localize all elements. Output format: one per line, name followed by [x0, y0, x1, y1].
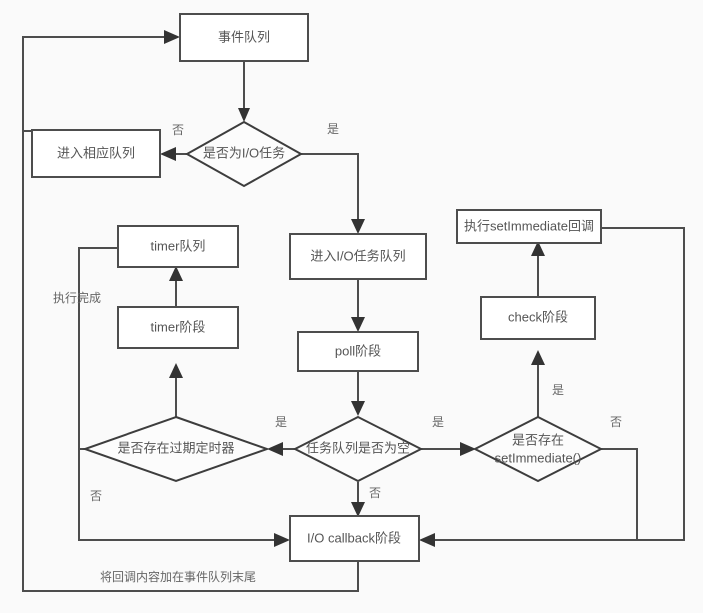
edge-label-setimmediate-no: 否: [610, 415, 622, 429]
node-is-io-task-label: 是否为I/O任务: [203, 145, 285, 160]
node-is-io-task[interactable]: 是否为I/O任务: [184, 120, 304, 188]
edge-enter-matching-queue-to-event-queue: [22, 30, 180, 132]
node-enter-matching-queue[interactable]: 进入相应队列: [31, 129, 161, 178]
node-poll-phase[interactable]: poll阶段: [297, 331, 419, 372]
node-enter-matching-queue-label: 进入相应队列: [57, 145, 135, 160]
node-has-setimmediate[interactable]: 是否存在 setImmediate(): [472, 415, 604, 483]
edge-label-io-task-yes: 是: [327, 122, 339, 136]
node-has-setimmediate-label-line1: 是否存在: [512, 432, 564, 447]
node-task-queue-empty[interactable]: 任务队列是否为空: [292, 415, 424, 483]
edge-label-setimmediate-yes: 是: [552, 383, 564, 397]
node-has-expired-timer-label: 是否存在过期定时器: [117, 440, 234, 455]
edge-label-task-queue-empty-yes: 是: [432, 415, 444, 429]
node-poll-phase-label: poll阶段: [335, 343, 381, 358]
node-task-queue-empty-label: 任务队列是否为空: [306, 440, 410, 455]
node-event-queue[interactable]: 事件队列: [179, 13, 309, 62]
edge-has-setimmediate-yes-to-check-phase: [531, 350, 545, 417]
edge-task-queue-empty-no-to-io-callback: [351, 482, 365, 517]
edge-label-task-queue-empty-no: 否: [369, 486, 381, 500]
node-enter-io-queue[interactable]: 进入I/O任务队列: [289, 233, 427, 280]
edge-label-timer-done: 执行完成: [53, 290, 101, 305]
node-exec-setimmediate-callback[interactable]: 执行setImmediate回调: [456, 209, 602, 244]
node-check-phase[interactable]: check阶段: [480, 296, 596, 340]
node-io-callback-phase-label: I/O callback阶段: [307, 530, 401, 545]
edge-is-io-no-to-enter-matching-queue: [160, 147, 189, 161]
edge-has-expired-timer-yes-to-timer-phase: [169, 363, 183, 417]
edge-is-io-yes-to-enter-io-queue: [299, 153, 365, 234]
edge-timer-phase-to-timer-queue: [169, 266, 183, 308]
node-has-expired-timer[interactable]: 是否存在过期定时器: [81, 415, 271, 483]
node-timer-phase[interactable]: timer阶段: [117, 306, 239, 349]
edge-timer-queue-exec-done-rail: [78, 247, 117, 449]
edge-check-phase-to-exec-setimmediate: [531, 241, 545, 301]
node-check-phase-label: check阶段: [508, 309, 568, 324]
node-io-callback-phase[interactable]: I/O callback阶段: [289, 515, 420, 562]
edge-poll-phase-to-task-queue-empty: [351, 370, 365, 416]
edge-has-setimmediate-no-to-io-callback: [600, 448, 638, 540]
node-exec-setimmediate-callback-label: 执行setImmediate回调: [464, 218, 594, 233]
node-timer-phase-label: timer阶段: [151, 319, 206, 334]
node-event-queue-label: 事件队列: [218, 29, 270, 44]
edge-label-append-to-event-queue: 将回调内容加在事件队列末尾: [100, 569, 256, 584]
node-has-setimmediate-label-line2: setImmediate(): [495, 450, 582, 465]
node-timer-queue[interactable]: timer队列: [117, 225, 239, 268]
edge-label-expired-timer-yes: 是: [275, 415, 287, 429]
edge-task-queue-empty-to-has-setimmediate: [420, 442, 476, 456]
edge-label-expired-timer-no: 否: [90, 489, 102, 503]
edge-label-io-task-no: 否: [172, 123, 184, 137]
node-timer-queue-label: timer队列: [151, 238, 206, 253]
edge-exec-setimmediate-to-io-callback: [419, 227, 685, 547]
edge-io-callback-to-event-queue: [22, 131, 359, 592]
node-enter-io-queue-label: 进入I/O任务队列: [310, 248, 405, 263]
edge-enter-io-queue-to-poll-phase: [351, 279, 365, 332]
edge-event-queue-to-is-io-task: [238, 62, 250, 122]
edge-task-queue-empty-yes-to-has-expired-timer: [267, 442, 296, 456]
